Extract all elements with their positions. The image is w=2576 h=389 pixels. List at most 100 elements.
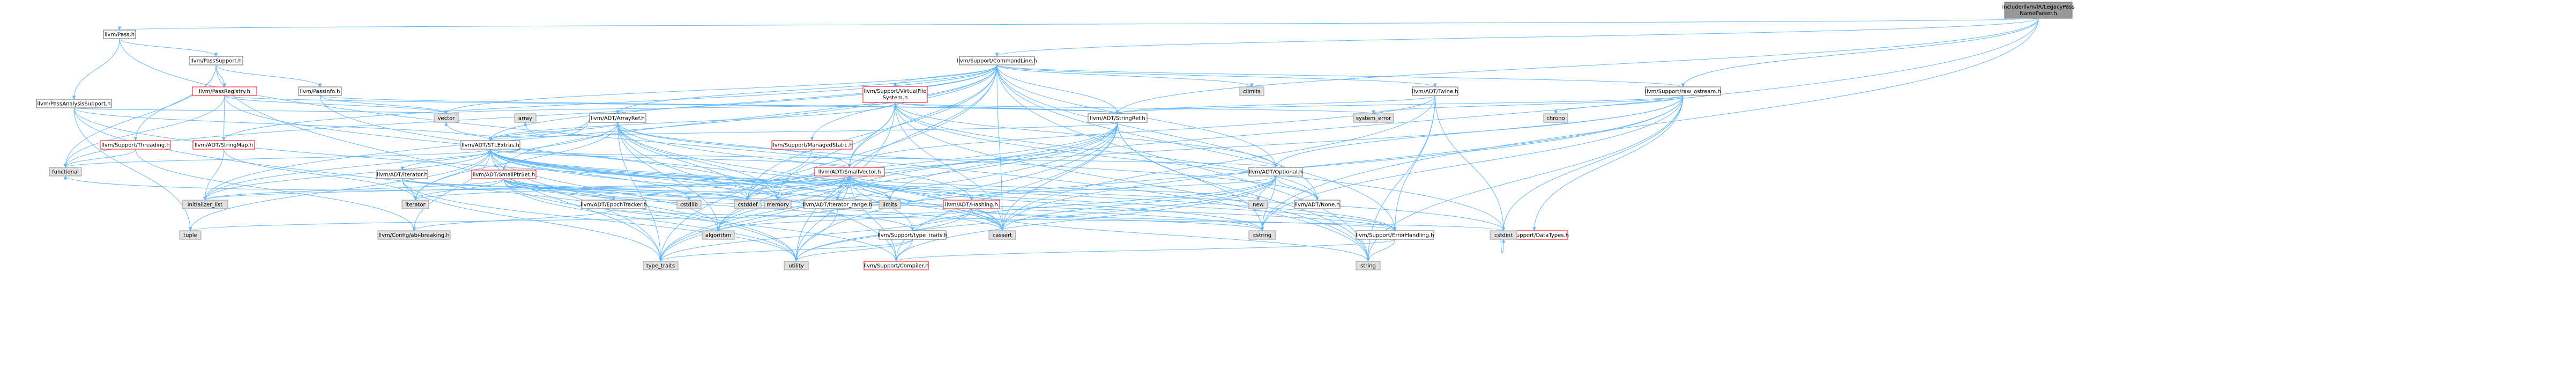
edge-cmdline-to-stringmap bbox=[224, 64, 997, 141]
node-label: cstddef bbox=[738, 202, 758, 208]
node-llvm-adt-arrayref-h[interactable]: llvm/ADT/ArrayRef.h bbox=[589, 113, 646, 123]
node-label-line: System.h bbox=[883, 95, 908, 101]
node-box bbox=[1356, 261, 1381, 270]
edge-stringref-to-algorithm bbox=[718, 122, 1118, 231]
node-llvm-adt-stlextras-h[interactable]: llvm/ADT/STLExtras.h bbox=[460, 140, 520, 150]
node-box bbox=[814, 167, 885, 177]
node-limits: limits bbox=[878, 200, 901, 209]
node-label: cstdint bbox=[1494, 233, 1513, 239]
edge-arrayref-to-array bbox=[525, 118, 590, 137]
node-label: llvm/Support/raw_ostream.h bbox=[1645, 89, 1721, 95]
edge-cmdline-to-iterrange bbox=[838, 64, 997, 200]
node-llvm-support-threading-h[interactable]: llvm/Support/Threading.h bbox=[100, 140, 171, 150]
node-llvm-config-abi-breaking-h: llvm/Config/abi-breaking.h bbox=[377, 230, 451, 240]
node-label: llvm/PassSupport.h bbox=[190, 58, 242, 64]
node-label: llvm/ADT/SmallPtrSet.h bbox=[473, 172, 535, 178]
node-llvm-support-commandline-h[interactable]: llvm/Support/CommandLine.h bbox=[957, 56, 1037, 65]
node-label: llvm/ADT/Twine.h bbox=[1412, 89, 1458, 95]
edge-stringref-to-cassert bbox=[1002, 122, 1118, 231]
node-llvm-adt-optional-h[interactable]: llvm/ADT/Optional.h bbox=[1248, 167, 1303, 177]
node-box bbox=[1239, 86, 1264, 96]
node-llvm-support-managedstatic-h[interactable]: llvm/Support/ManagedStatic.h bbox=[771, 140, 853, 150]
node-initializer-list: initializer_list bbox=[182, 200, 228, 209]
edge-arrayref-to-smallvector bbox=[617, 122, 850, 167]
node-box bbox=[959, 56, 1035, 65]
node-llvm-passsupport-h[interactable]: llvm/PassSupport.h bbox=[189, 56, 243, 65]
edge-passsupport-to-passinfo bbox=[215, 64, 320, 87]
node-llvm-support-raw-ostream-h[interactable]: llvm/Support/raw_ostream.h bbox=[1645, 86, 1721, 96]
edge-cmdline-to-stringref bbox=[996, 64, 1118, 114]
edge-smallvector-to-cstdlib bbox=[689, 175, 850, 200]
node-label: llvm/ADT/None.h bbox=[1294, 202, 1339, 208]
node-llvm-adt-epochtracker-h[interactable]: llvm/ADT/EpochTracker.h bbox=[580, 200, 647, 209]
node-label: new bbox=[1253, 202, 1264, 208]
edge-arrayref-to-algorithm bbox=[617, 122, 719, 231]
node-label: algorithm bbox=[705, 233, 731, 239]
node-llvm-pass-h[interactable]: llvm/Pass.h bbox=[103, 30, 136, 39]
node-llvm-adt-iterator-range-h[interactable]: llvm/ADT/iterator_range.h bbox=[803, 200, 872, 209]
edge-hashing-to-errorhandling bbox=[971, 208, 1395, 231]
node-box bbox=[784, 261, 809, 270]
node-box bbox=[100, 140, 171, 150]
node-label: initializer_list bbox=[188, 202, 223, 208]
node-box bbox=[192, 140, 255, 150]
edge-optional-to-new bbox=[1259, 175, 1276, 200]
node-box bbox=[764, 200, 792, 209]
node-cstring: cstring bbox=[1248, 230, 1276, 240]
edge-passregistry-to-stringmap bbox=[224, 95, 225, 141]
node-new: new bbox=[1248, 200, 1268, 209]
edge-typetraits-to-utility bbox=[796, 239, 913, 261]
node-llvm-support-errorhandling-h[interactable]: llvm/Support/ErrorHandling.h bbox=[1356, 230, 1434, 240]
node-string: string bbox=[1356, 261, 1381, 270]
node-llvm-adt-iterator-h[interactable]: llvm/ADT/iterator.h bbox=[376, 170, 428, 179]
edge-stlextras-to-limits bbox=[490, 149, 890, 200]
node-llvm-passanalysissupport-h[interactable]: llvm/PassAnalysisSupport.h bbox=[36, 99, 112, 108]
node-vector: vector bbox=[434, 113, 459, 123]
edge-hashing-to-string bbox=[971, 208, 1368, 261]
edge-rawostream-to-datatypes bbox=[1535, 95, 1684, 231]
edge-root-to-stringref bbox=[1118, 18, 2039, 114]
edge-smallptrset-to-utility bbox=[503, 178, 796, 261]
node-label: llvm/Support/ErrorHandling.h bbox=[1356, 233, 1434, 239]
node-box bbox=[734, 200, 762, 209]
node-box bbox=[49, 167, 82, 177]
node-label: llvm/ADT/EpochTracker.h bbox=[580, 202, 647, 208]
node-label: cassert bbox=[993, 233, 1012, 239]
edge-smallvector-to-cstddef bbox=[748, 175, 850, 200]
edge-stlextras-to-type_traits bbox=[490, 149, 661, 261]
node-llvm-adt-none-h[interactable]: llvm/ADT/None.h bbox=[1294, 200, 1341, 209]
edge-stlextras-to-smallvector bbox=[490, 149, 850, 167]
edge-stlextras-to-memory bbox=[490, 149, 778, 200]
dependency-edges bbox=[65, 18, 2039, 261]
node-llvm-passinfo-h[interactable]: llvm/PassInfo.h bbox=[298, 86, 342, 96]
edge-cmdline-to-arrayref bbox=[618, 64, 997, 114]
node-box bbox=[1294, 200, 1341, 209]
edge-cmdline-to-smallptrset bbox=[504, 64, 997, 170]
node-llvm-support-compiler-h[interactable]: llvm/Support/Compiler.h bbox=[863, 261, 929, 270]
node-box bbox=[1645, 86, 1721, 96]
node-llvm-adt-twine-h[interactable]: llvm/ADT/Twine.h bbox=[1412, 86, 1458, 96]
edge-rawostream-to-type_traits bbox=[661, 95, 1684, 261]
node-box bbox=[460, 140, 520, 150]
node-llvm-support-type-traits-h[interactable]: llvm/Support/type_traits.h bbox=[877, 230, 948, 240]
edge-stlextras-to-iterator bbox=[415, 149, 491, 200]
edge-arrayref-to-hashing bbox=[617, 122, 972, 200]
node-llvm-passregistry-h[interactable]: llvm/PassRegistry.h bbox=[192, 86, 257, 96]
edge-stlextras-to-functional bbox=[65, 149, 491, 167]
node-llvm-adt-stringref-h[interactable]: llvm/ADT/StringRef.h bbox=[1088, 113, 1148, 123]
edge-passregistry-to-functional bbox=[65, 95, 225, 167]
node-llvm-adt-smallptrset-h[interactable]: llvm/ADT/SmallPtrSet.h bbox=[471, 170, 537, 179]
edge-typetraits-to-type_traits bbox=[661, 239, 913, 261]
node-llvm-adt-hashing-h[interactable]: llvm/ADT/Hashing.h bbox=[943, 200, 1000, 209]
edge-vfs-to-none bbox=[895, 102, 1317, 200]
edge-smallptrset-to-typetraits bbox=[503, 178, 913, 231]
node-box bbox=[771, 140, 853, 150]
node-label: string bbox=[1360, 263, 1376, 269]
node-llvm-adt-stringmap-h[interactable]: llvm/ADT/StringMap.h bbox=[192, 140, 255, 150]
edge-stlextras-to-errorhandling bbox=[490, 149, 1395, 231]
edge-iteratorh-to-type_traits bbox=[402, 178, 661, 261]
node-llvm-adt-smallvector-h[interactable]: llvm/ADT/SmallVector.h bbox=[814, 167, 885, 177]
